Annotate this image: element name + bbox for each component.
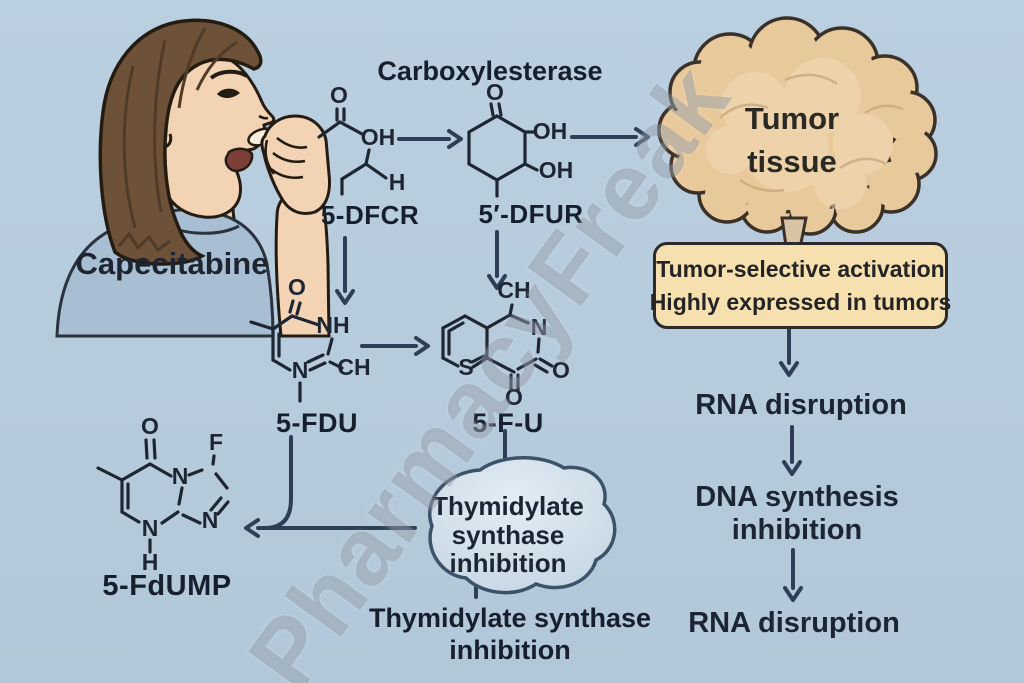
atom-oh-top: OH (533, 118, 568, 144)
atom-ch: CH (337, 354, 370, 380)
atom-o-right: O (552, 357, 570, 383)
atom-h: H (389, 169, 406, 195)
atom-n-bottom: N (142, 515, 159, 541)
molecule-5-fdu: O NH N CH (249, 274, 371, 403)
atom-nh: NH (316, 312, 349, 338)
drug-label: Capecitabine (75, 246, 269, 281)
ts-blob-line3: inhibition (449, 548, 567, 579)
patient-arm-hand (247, 114, 331, 338)
ts-caption-line2: inhibition (449, 634, 571, 665)
effect-dna: DNA synthesis inhibition (695, 481, 899, 548)
molecule-5-fu: CH N O O S (441, 277, 570, 410)
atom-n: N (292, 357, 309, 383)
atom-s: S (458, 354, 473, 380)
ts-blob-line2: synthase (451, 519, 565, 550)
nostril (258, 114, 269, 120)
patient-illustration (55, 18, 331, 338)
tumor-callout-box: Tumor-selective activation Highly expres… (650, 242, 951, 329)
atom-n: N (531, 314, 548, 340)
ts-caption: Thymidylate synthase inhibition (369, 603, 651, 667)
label-5-fu: 5-F-U (472, 408, 544, 438)
label-5-fdu: 5-FDU (276, 408, 358, 438)
tumor-tissue-illustration (657, 16, 938, 255)
atom-o: O (288, 274, 306, 300)
effect-rna-top: RNA disruption (695, 389, 907, 421)
atom-oh-bottom: OH (539, 157, 574, 183)
patient-hair (98, 18, 263, 266)
tumor-label-line1: Tumor (744, 101, 840, 136)
atom-o: O (330, 82, 348, 108)
atom-o-bottom: O (505, 384, 523, 410)
ts-blob-text: Thymidylate synthase inhibition (432, 492, 584, 578)
molecule-5-dfur: O OH OH (467, 79, 574, 198)
atom-f: F (209, 429, 223, 455)
molecule-5-dfcr: O OH H (317, 82, 406, 196)
label-5-fdump: 5-FdUMP (102, 570, 232, 602)
eyebrow (209, 69, 249, 80)
atom-h: H (142, 549, 159, 575)
tumor-label: Tumor tissue (745, 97, 839, 184)
label-5-dfur: 5′-DFUR (478, 199, 584, 229)
effect-rna-bottom: RNA disruption (688, 607, 900, 639)
atom-n-top: N (172, 463, 189, 489)
molecule-5-fdump: O F N N N H (96, 413, 230, 575)
atom-o: O (141, 413, 159, 439)
callout-line1: Tumor-selective activation (656, 255, 945, 282)
atom-oh: OH (361, 124, 396, 150)
ts-blob-line1: Thymidylate (432, 491, 584, 521)
atom-ch: CH (497, 277, 530, 303)
eye (217, 88, 240, 99)
atom-n-right: N (202, 507, 219, 533)
effect-dna-line1: DNA synthesis (695, 481, 899, 513)
enzyme-label: Carboxylesterase (377, 56, 603, 86)
atom-o: O (486, 79, 504, 105)
effect-dna-line2: inhibition (731, 514, 863, 547)
ts-caption-line1: Thymidylate synthase (368, 603, 652, 633)
curve-fdu-to-fdump (263, 435, 293, 530)
callout-line2: Highly expressed in tumors (649, 288, 952, 315)
tumor-label-line2: tissue (747, 144, 837, 180)
open-mouth (224, 147, 254, 173)
label-5-dfcr: 5-DFCR (320, 200, 420, 230)
ts-blob-shape (428, 456, 617, 595)
